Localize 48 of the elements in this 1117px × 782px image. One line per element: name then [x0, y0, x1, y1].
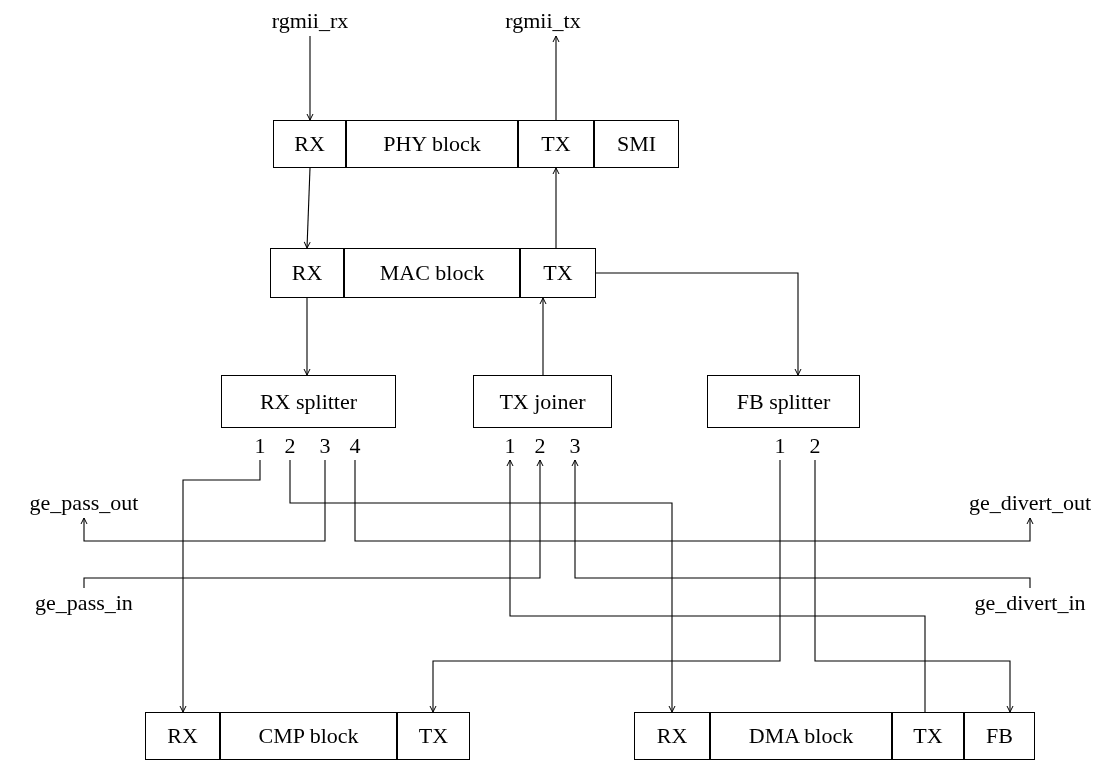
port-number: 2 [280, 432, 300, 460]
block-box: FB splitter [707, 375, 860, 428]
signal-name: ge_pass_out [4, 488, 164, 518]
signal-name: rgmii_rx [245, 6, 375, 36]
block-box: FB [964, 712, 1035, 760]
arrow [354, 459, 1034, 542]
arrow [571, 459, 1031, 589]
port-number: 1 [500, 432, 520, 460]
port-number: 3 [315, 432, 335, 460]
arrow [303, 167, 311, 249]
arrow [552, 167, 560, 249]
port-number: 1 [250, 432, 270, 460]
arrow [506, 459, 926, 713]
arrow [83, 459, 544, 589]
block-box: PHY block [346, 120, 518, 168]
block-box: RX [634, 712, 710, 760]
arrow [552, 35, 560, 121]
signal-name: ge_pass_in [4, 588, 164, 618]
block-box: MAC block [344, 248, 520, 298]
port-number: 3 [565, 432, 585, 460]
block-box: TX joiner [473, 375, 612, 428]
arrow [539, 297, 547, 376]
block-box: RX splitter [221, 375, 396, 428]
arrow [80, 459, 326, 542]
port-number: 1 [770, 432, 790, 460]
arrow [306, 35, 314, 121]
arrow [303, 297, 311, 376]
arrow [595, 272, 802, 376]
port-number: 2 [530, 432, 550, 460]
signal-name: ge_divert_out [945, 488, 1115, 518]
block-box: RX [145, 712, 220, 760]
block-box: TX [892, 712, 964, 760]
signal-name: rgmii_tx [478, 6, 608, 36]
block-box: DMA block [710, 712, 892, 760]
arrow [179, 459, 261, 713]
block-box: CMP block [220, 712, 397, 760]
port-number: 4 [345, 432, 365, 460]
block-box: TX [397, 712, 470, 760]
block-box: RX [270, 248, 344, 298]
block-box: TX [520, 248, 596, 298]
signal-name: ge_divert_in [950, 588, 1110, 618]
port-number: 2 [805, 432, 825, 460]
block-box: TX [518, 120, 594, 168]
arrow [814, 459, 1014, 713]
arrow [429, 459, 781, 713]
block-box: RX [273, 120, 346, 168]
arrow [289, 459, 676, 713]
block-box: SMI [594, 120, 679, 168]
